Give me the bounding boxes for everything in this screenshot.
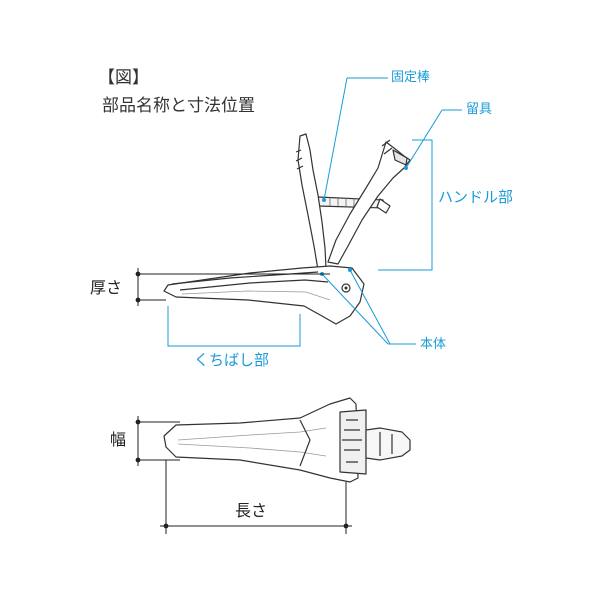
beak-label: くちばし部 <box>194 351 270 369</box>
figure-tag: 【図】 <box>98 68 149 88</box>
rear-handle-shape <box>297 133 327 271</box>
figure-title: 部品名称と寸法位置 <box>102 96 255 116</box>
side-view <box>163 133 411 325</box>
callouts <box>167 77 462 347</box>
top-tip-shape <box>365 427 411 461</box>
width-label: 幅 <box>110 430 127 449</box>
handle-bracket <box>378 139 433 271</box>
body-label: 本体 <box>420 337 447 352</box>
clasp-label: 留具 <box>466 102 493 117</box>
length-label: 長さ <box>235 501 268 520</box>
top-body-shape <box>163 397 359 483</box>
fixing-rod-leader <box>323 77 388 201</box>
body-leader <box>321 269 416 345</box>
body-shape <box>163 265 365 325</box>
clasp-shape <box>392 149 408 166</box>
thickness-label: 厚さ <box>90 278 123 297</box>
beak-bracket <box>167 306 301 347</box>
top-view <box>163 397 411 483</box>
handle-label: ハンドル部 <box>438 188 514 206</box>
dimensions <box>135 268 352 534</box>
top-head-shape <box>339 409 367 475</box>
clasp-leader <box>405 109 462 169</box>
fixing-rod-label: 固定棒 <box>391 70 431 85</box>
